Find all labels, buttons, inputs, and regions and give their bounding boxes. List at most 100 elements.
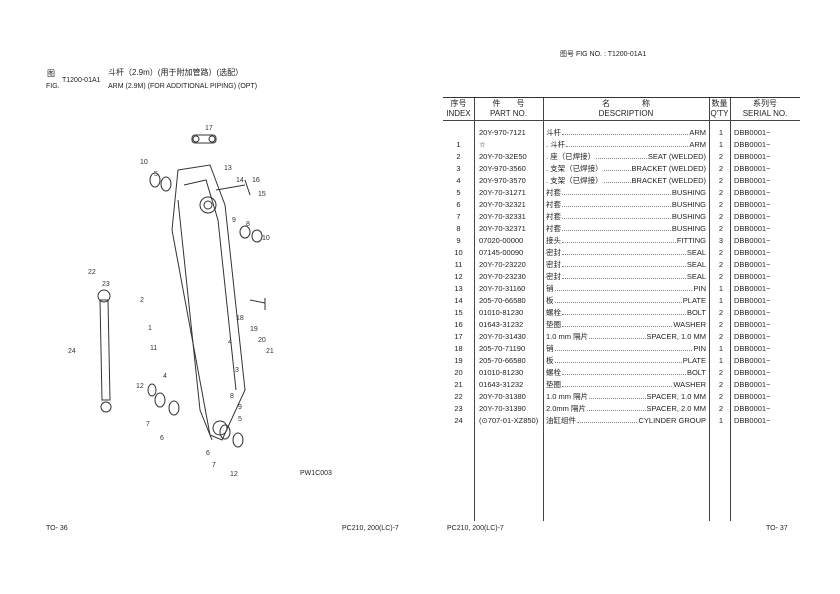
callout-number: 16 bbox=[252, 177, 260, 184]
row-serial: DBB0001~ bbox=[734, 152, 771, 161]
row-qty: 2 bbox=[718, 308, 724, 317]
leader-dots bbox=[577, 415, 638, 423]
row-index: 23 bbox=[454, 404, 463, 413]
row-index: 21 bbox=[454, 380, 463, 389]
leader-dots bbox=[562, 367, 686, 375]
callout-number: 18 bbox=[236, 315, 244, 322]
leader-dots bbox=[562, 379, 673, 387]
header-index-cn: 序号 bbox=[450, 99, 467, 108]
row-serial: DBB0001~ bbox=[734, 188, 771, 197]
row-serial: DBB0001~ bbox=[734, 284, 771, 293]
row-serial: DBB0001~ bbox=[734, 128, 771, 137]
row-part-no: 205-70-66580 bbox=[479, 296, 526, 305]
row-index: 6 bbox=[456, 200, 461, 209]
leader-dots bbox=[562, 127, 689, 135]
row-index: 13 bbox=[454, 284, 463, 293]
callout-number: 6 bbox=[160, 435, 164, 442]
leader-dots bbox=[596, 151, 647, 159]
leader-dots bbox=[562, 223, 671, 231]
row-qty: 2 bbox=[718, 380, 724, 389]
desc-en: SPACER, 2.0 MM bbox=[646, 404, 706, 413]
row-index: 20 bbox=[454, 368, 463, 377]
leader-dots bbox=[562, 271, 686, 279]
row-index: 5 bbox=[456, 188, 461, 197]
row-part-no: 205-70-71190 bbox=[479, 344, 526, 353]
desc-en: SEAL bbox=[686, 260, 706, 269]
leader-dots bbox=[562, 307, 686, 315]
callout-number: 8 bbox=[246, 221, 250, 228]
row-serial: DBB0001~ bbox=[734, 272, 771, 281]
callout-number: 5 bbox=[154, 171, 158, 178]
desc-en: WASHER bbox=[673, 380, 706, 389]
row-qty: 2 bbox=[718, 404, 724, 413]
desc-cn: 螺栓 bbox=[546, 308, 561, 317]
row-index: 12 bbox=[454, 272, 463, 281]
row-index: 14 bbox=[454, 296, 463, 305]
row-part-no: (⊙707-01-XZ850) bbox=[479, 416, 539, 425]
callout-number: 19 bbox=[250, 326, 258, 333]
callout-number: 9 bbox=[238, 404, 242, 411]
row-serial: DBB0001~ bbox=[734, 392, 771, 401]
desc-en: SEAL bbox=[686, 248, 706, 257]
desc-cn: 1.0 mm 隔片 bbox=[546, 392, 589, 401]
header-serial: SERIAL NO. bbox=[742, 109, 788, 118]
leader-dots bbox=[603, 163, 631, 171]
callout-number: 22 bbox=[88, 269, 96, 276]
row-part-no: 20Y-970-3560 bbox=[479, 164, 526, 173]
desc-cn: . 支架（已焊接） bbox=[546, 176, 603, 185]
row-qty: 2 bbox=[718, 176, 724, 185]
fig-label-en: FIG. bbox=[46, 83, 60, 90]
row-qty: 1 bbox=[718, 296, 724, 305]
callout-number: 5 bbox=[238, 416, 242, 423]
right-page-model: PC210, 200(LC)-7 bbox=[447, 525, 504, 532]
desc-cn: 垫圈 bbox=[546, 320, 561, 329]
table-row: 3 20Y-970-3560 . 支架（已焊接）BRACKET (WELDED)… bbox=[443, 163, 800, 174]
row-description: . 支架（已焊接）BRACKET (WELDED) bbox=[546, 175, 706, 186]
row-description: . 座（已焊接）SEAT (WELDED) bbox=[546, 151, 706, 162]
callout-number: 10 bbox=[140, 159, 148, 166]
desc-cn: 螺栓 bbox=[546, 368, 561, 377]
leader-dots bbox=[554, 343, 693, 351]
row-part-no: 20Y-70-32331 bbox=[479, 212, 526, 221]
row-part-no: 01010-81230 bbox=[479, 368, 524, 377]
figure-title-en: ARM (2.9M) (FOR ADDITIONAL PIPING) (OPT) bbox=[108, 83, 258, 90]
desc-cn: 衬套 bbox=[546, 188, 561, 197]
callout-number: 3 bbox=[235, 367, 239, 374]
callout-number: 7 bbox=[146, 421, 150, 428]
row-index bbox=[443, 127, 474, 138]
callout-number: 2 bbox=[140, 297, 144, 304]
leader-dots bbox=[589, 391, 646, 399]
row-qty: 2 bbox=[718, 332, 724, 341]
row-serial: DBB0001~ bbox=[734, 164, 771, 173]
row-part-no: 20Y-70-32321 bbox=[479, 200, 526, 209]
callout-number: 6 bbox=[206, 450, 210, 457]
callout-number: 20 bbox=[258, 337, 266, 344]
row-qty: 1 bbox=[718, 140, 724, 149]
desc-cn: 衬套 bbox=[546, 212, 561, 221]
row-index: 17 bbox=[454, 332, 463, 341]
